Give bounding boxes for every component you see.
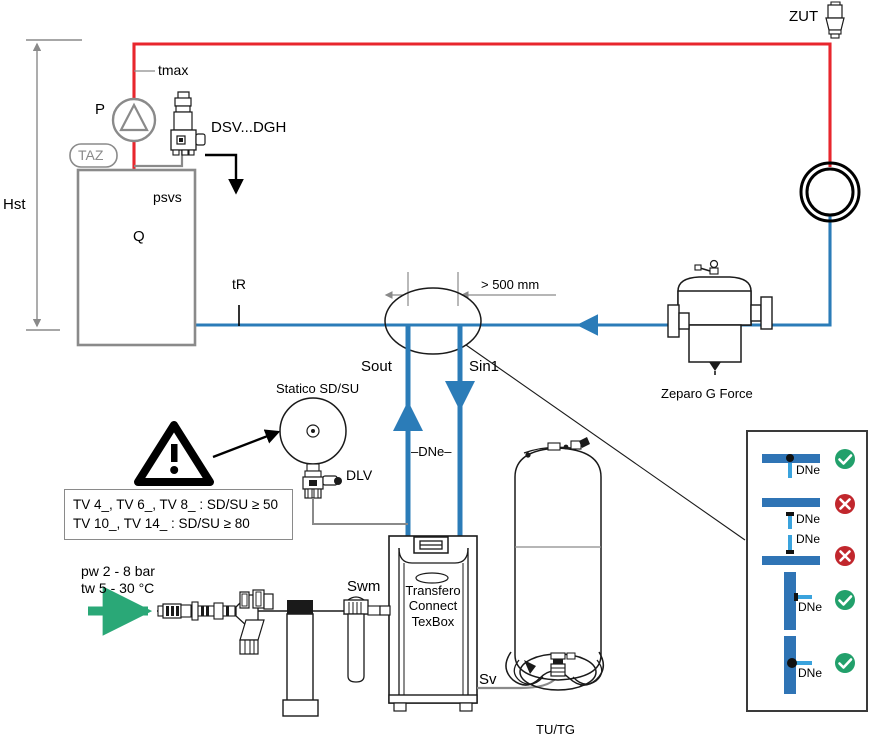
detail-row-4-graphic	[784, 572, 855, 630]
label-pump: P	[95, 101, 106, 118]
expansion-coil-icon	[799, 161, 861, 223]
label-dsv-dgh: DSV...DGH	[211, 119, 287, 136]
detail-callout-leader	[465, 344, 746, 541]
warning-triangle-icon	[134, 421, 214, 486]
texbox-line-1: Transfero	[405, 583, 461, 598]
texbox-line-3: TexBox	[411, 613, 455, 629]
detail-row-5-graphic	[784, 636, 855, 694]
check-circle-icon	[835, 590, 855, 610]
label-heat-source: Q	[133, 228, 145, 245]
label-hst: Hst	[3, 196, 26, 213]
label-tmax: tmax	[158, 62, 189, 78]
tv-requirements-note: TV 4_, TV 6_, TV 8_ : SD/SU ≥ 50 TV 10_,…	[64, 489, 293, 541]
detail-callout-ellipse	[384, 287, 482, 355]
zeparo-g-force-icon	[667, 259, 773, 375]
label-sout: Sout	[361, 358, 392, 375]
check-circle-icon	[835, 653, 855, 673]
dne-detail-graphics	[762, 449, 855, 694]
label-dne-riser: –DNe–	[411, 444, 452, 459]
distance-dimension-500mm	[384, 272, 556, 306]
cold-return-pipe	[96, 216, 832, 336]
label-sin1: Sin1	[469, 358, 500, 375]
dlv-to-riser-line	[312, 498, 408, 525]
warning-to-statico-arrow	[212, 429, 281, 459]
transfero-texbox-cabinet	[379, 535, 478, 712]
detail-row-1-label: DNe	[796, 463, 821, 477]
label-sv: Sv	[479, 671, 497, 688]
check-circle-icon	[835, 449, 855, 469]
label-dlv: DLV	[346, 467, 373, 483]
cross-circle-icon	[835, 546, 855, 566]
label-zeparo: Zeparo G Force	[661, 386, 753, 401]
label-taz: TAZ	[78, 147, 104, 163]
taz-badge	[69, 143, 118, 168]
label-texbox: Transfero Connect TexBox	[403, 583, 463, 629]
label-statico: Statico SD/SU	[276, 381, 360, 396]
cross-circle-icon	[835, 494, 855, 514]
hst-dimension	[26, 39, 82, 331]
tv-note-line-2: TV 10_, TV 14_ : SD/SU ≥ 80	[73, 516, 250, 532]
water-conditions-note: pw 2 - 8 bar tw 5 - 30 °C	[81, 563, 155, 596]
label-zut: ZUT	[789, 8, 819, 25]
detail-row-4-label: DNe	[798, 600, 823, 614]
texbox-line-2: Connect	[408, 598, 458, 614]
valve-discharge-arrow	[205, 153, 244, 195]
label-distance-500mm: > 500 mm	[481, 277, 540, 292]
detail-row-5-label: DNe	[798, 666, 823, 680]
detail-row-3-graphic	[762, 535, 855, 566]
safety-valve-dsv-dgh-icon	[170, 91, 206, 156]
detail-row-3-label: DNe	[796, 532, 821, 546]
water-supply-fittings	[157, 589, 390, 717]
detail-row-2-label: DNe	[796, 512, 821, 526]
tv-note-line-1: TV 4_, TV 6_, TV 8_ : SD/SU ≥ 50	[73, 497, 279, 512]
label-psvs: psvs	[153, 189, 182, 205]
water-note-line-1: pw 2 - 8 bar	[81, 563, 155, 579]
heat-source-vessel	[76, 168, 197, 347]
dlv-valve-icon	[302, 475, 342, 499]
circulation-pump-icon	[111, 97, 157, 143]
dne-orientation-detail-panel: DNe DNe DNe DNe DNe	[746, 430, 868, 712]
detail-row-1-graphic	[762, 449, 855, 478]
label-swm: Swm	[347, 578, 381, 595]
label-t-return: tR	[232, 276, 246, 292]
label-tu-tg: TU/TG	[536, 722, 575, 737]
water-note-line-2: tw 5 - 30 °C	[81, 579, 155, 596]
tu-tg-vessel	[505, 437, 605, 691]
statico-vessel-icon	[279, 397, 347, 478]
zut-air-vent-icon	[825, 1, 845, 39]
detail-row-2-graphic	[762, 494, 855, 529]
